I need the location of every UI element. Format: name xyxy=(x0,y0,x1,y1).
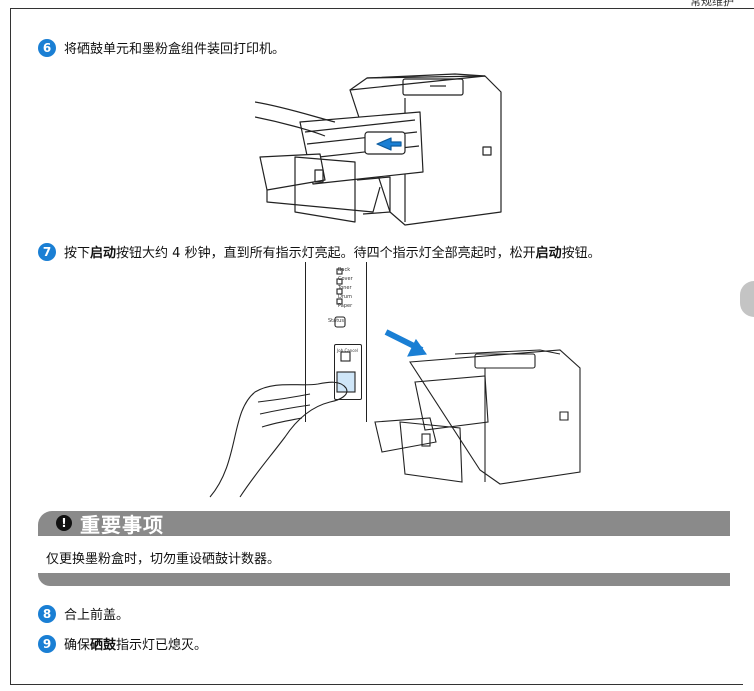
step-number-badge: 6 xyxy=(38,38,56,57)
step-7: 7 按下启动按钮大约 4 秒钟，直到所有指示灯亮起。待四个指示灯全部亮起时，松开… xyxy=(38,242,601,261)
printer-drum-install-illustration xyxy=(255,73,502,226)
led-toner-label: Toner xyxy=(338,285,352,291)
chapter-header: 常规维护 xyxy=(690,0,734,8)
important-note-footer xyxy=(38,573,730,586)
go-button-label: 启动 xyxy=(535,246,562,261)
step-8: 8 合上前盖。 xyxy=(38,604,129,623)
page-top-rule xyxy=(10,8,754,9)
hand-pressing-go-illustration xyxy=(209,268,581,498)
page-bottom-rule xyxy=(10,684,743,685)
led-drum-label: Drum xyxy=(338,294,352,300)
step-number-badge: 8 xyxy=(38,604,56,623)
status-led-label: Status xyxy=(328,318,344,324)
step-text: 确保硒鼓指示灯已熄灭。 xyxy=(64,638,208,653)
cancel-button-label: Job Cancel xyxy=(337,348,358,353)
page-left-rule xyxy=(10,8,11,684)
led-back-cover-label: Back Cover xyxy=(338,267,353,282)
go-button-label: 启动 xyxy=(90,246,117,261)
exclamation-icon: ! xyxy=(56,515,72,531)
important-note-title: 重要事项 xyxy=(80,512,164,537)
important-note-body: 仅更换墨粉盒时，切勿重设硒鼓计数器。 xyxy=(46,552,281,567)
step-text: 按下启动按钮大约 4 秒钟，直到所有指示灯亮起。待四个指示灯全部亮起时，松开启动… xyxy=(64,246,601,261)
step-number-badge: 9 xyxy=(38,634,56,653)
important-note-header: ! 重要事项 xyxy=(38,511,730,537)
important-note-divider xyxy=(38,535,730,536)
step-number-badge: 7 xyxy=(38,242,56,261)
step-text: 将硒鼓单元和墨粉盒组件装回打印机。 xyxy=(64,42,286,57)
step-9: 9 确保硒鼓指示灯已熄灭。 xyxy=(38,634,207,653)
led-paper-label: Paper xyxy=(338,303,353,309)
step-text: 合上前盖。 xyxy=(64,608,130,623)
drum-led-label: 硒鼓 xyxy=(90,638,117,653)
chapter-side-tab xyxy=(740,281,754,317)
step-6: 6 将硒鼓单元和墨粉盒组件装回打印机。 xyxy=(38,38,285,57)
